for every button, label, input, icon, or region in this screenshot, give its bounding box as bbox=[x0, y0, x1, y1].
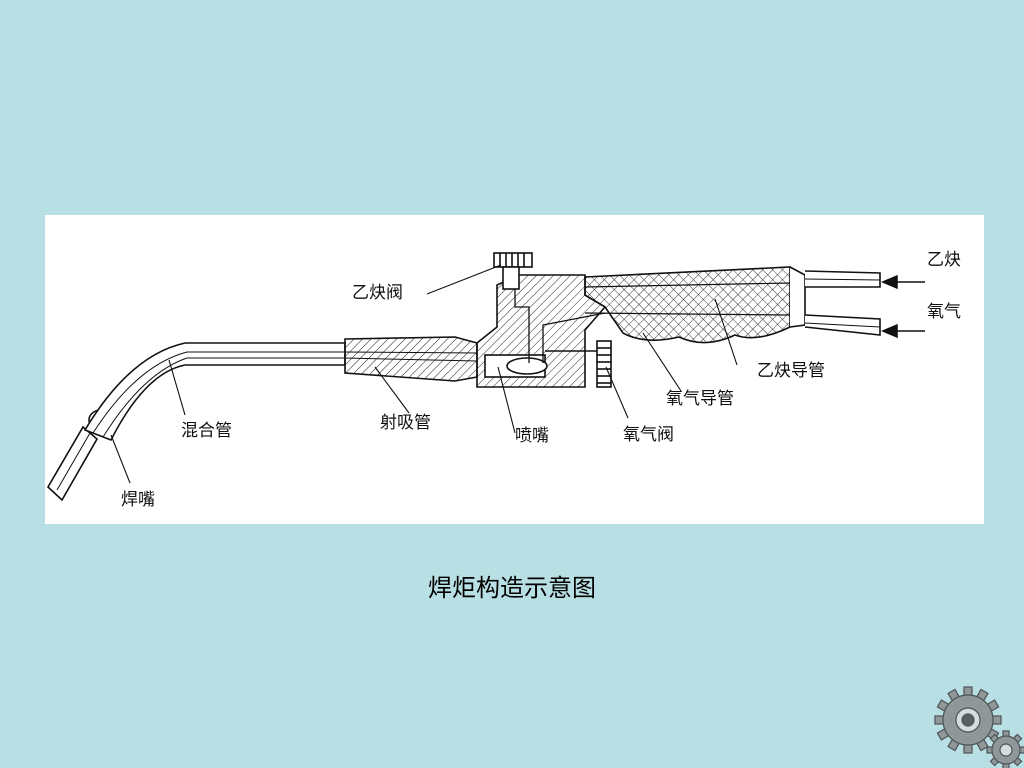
inlet-arrows bbox=[881, 274, 925, 339]
label-mixing-tube: 混合管 bbox=[181, 421, 232, 441]
torch-body bbox=[46, 252, 881, 502]
label-acetylene-pipe: 乙炔导管 bbox=[757, 361, 825, 381]
label-welding-tip: 焊嘴 bbox=[121, 490, 155, 510]
label-nozzle: 喷嘴 bbox=[515, 426, 549, 446]
diagram-panel: 乙炔阀 乙炔 氧气 乙炔导管 氧气导管 氧气阀 喷嘴 射吸管 混合管 焊嘴 bbox=[45, 215, 984, 524]
label-oxygen-inlet: 氧气 bbox=[927, 302, 961, 322]
label-oxygen-pipe: 氧气导管 bbox=[666, 389, 734, 409]
label-acetylene-inlet: 乙炔 bbox=[927, 250, 961, 270]
welding-torch-drawing bbox=[46, 252, 925, 502]
label-acetylene-valve: 乙炔阀 bbox=[352, 283, 403, 303]
leader-lines bbox=[110, 264, 738, 484]
handle-shape bbox=[584, 266, 791, 344]
diagram-caption: 焊炬构造示意图 bbox=[428, 574, 596, 602]
label-oxygen-valve: 氧气阀 bbox=[623, 425, 674, 445]
gear-icon bbox=[934, 686, 1024, 768]
label-injector-tube: 射吸管 bbox=[380, 413, 431, 433]
